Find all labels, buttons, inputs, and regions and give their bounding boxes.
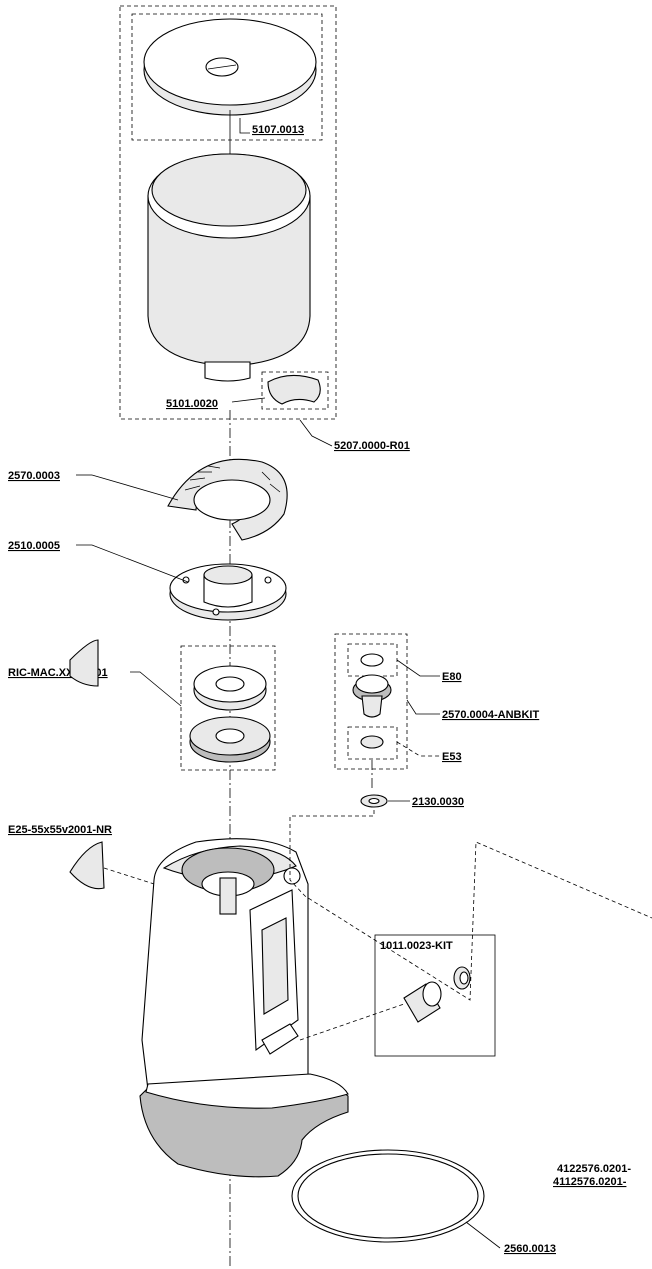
label-hopper-lid: 5107.0013 — [252, 124, 304, 136]
adjustment-kit-box — [334, 633, 408, 770]
kit-path — [289, 810, 375, 850]
label-adjustment-kit: 2570.0004-ANBKIT — [442, 709, 539, 721]
hopper-body — [147, 153, 311, 382]
label-adjustment-insert: E53 — [442, 751, 462, 763]
label-base-ring: 2560.0013 — [504, 1243, 556, 1255]
label-side-cover: E25-55x55v2001-NR — [8, 824, 112, 836]
side-cover-shape — [69, 841, 105, 890]
switch-kit-box — [374, 934, 496, 1057]
leader-5107 — [239, 118, 250, 134]
grinder-base — [139, 1073, 349, 1178]
leader-e80 — [396, 659, 440, 677]
adjustment-kit — [352, 653, 392, 749]
leader-5207 — [299, 419, 333, 447]
hopper-assembly-box — [119, 5, 337, 420]
leader-2570-0003b — [91, 474, 179, 501]
leader-e53 — [396, 741, 440, 757]
burr-carrier-top — [167, 458, 288, 541]
leader-2560 — [465, 1221, 501, 1249]
label-washer: 2130.0030 — [412, 796, 464, 808]
burr-set-box — [180, 645, 276, 771]
grinder-body — [141, 838, 309, 1091]
hopper-lid — [143, 18, 317, 116]
switch-path — [299, 1003, 405, 1041]
burr-carrier-ring — [169, 563, 287, 621]
base-ring-inner — [297, 1153, 479, 1239]
label-ref-part-b: 4112576.0201- — [553, 1176, 627, 1188]
label-burr-carrier-top: 2570.0003 — [8, 470, 60, 482]
washer-hole — [368, 797, 380, 805]
hopper-slide-box — [261, 371, 329, 410]
hopper-slide — [267, 374, 321, 405]
switch-kit — [403, 966, 471, 1023]
leader-5101 — [231, 397, 266, 403]
hopper-lid-box — [131, 13, 323, 141]
leader-ric — [130, 671, 182, 707]
side-cover — [69, 639, 99, 687]
leader-anbkit — [406, 699, 440, 715]
label-ref-part-a: 4122576.0201- — [557, 1163, 631, 1175]
burr-set — [189, 665, 271, 763]
adjustment-insert-box — [347, 726, 398, 760]
label-switch-kit: 1011.0023-KIT — [380, 940, 453, 952]
label-adjustment-cap: E80 — [442, 671, 462, 683]
label-burr-carrier-ring: 2510.0005 — [8, 540, 60, 552]
cable-path — [289, 841, 652, 1001]
label-hopper-slide: 5101.0020 — [166, 398, 218, 410]
label-hopper-assembly: 5207.0000-R01 — [334, 440, 410, 452]
leader-2510 — [76, 544, 189, 583]
